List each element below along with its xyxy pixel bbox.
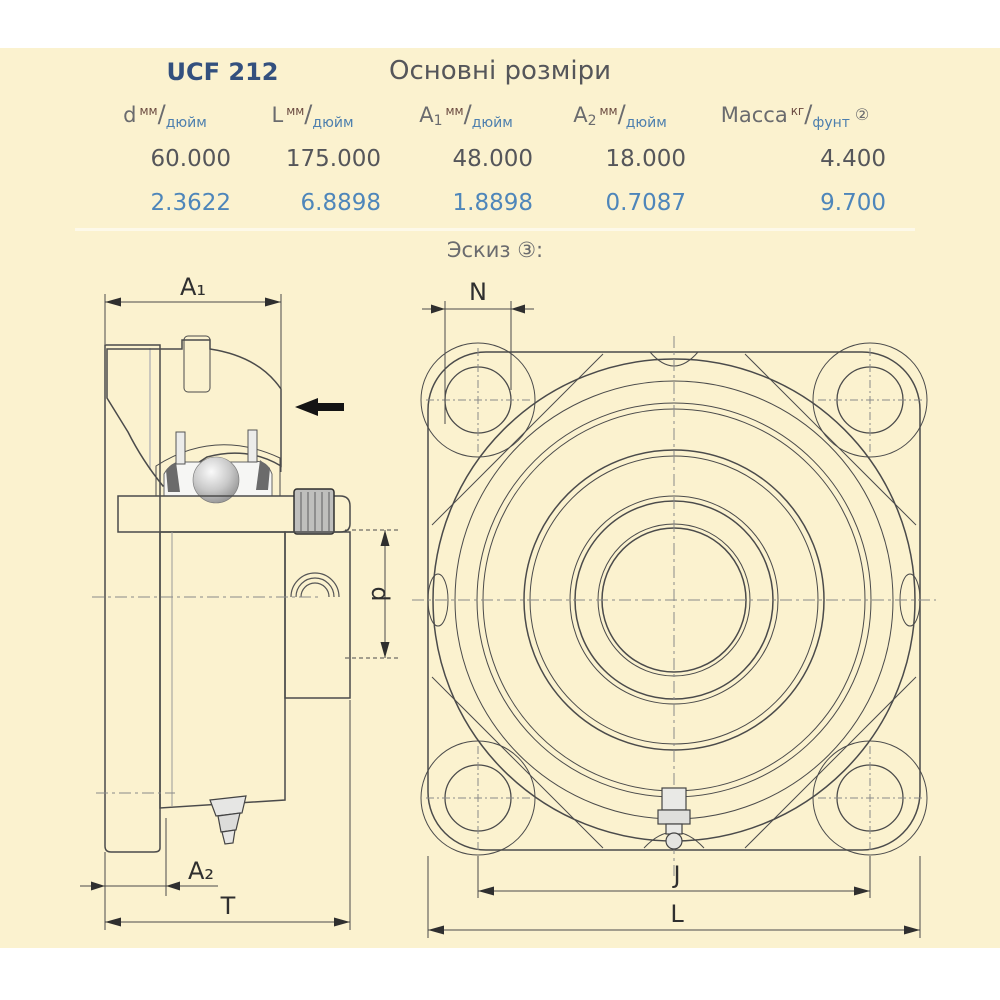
column-header-a1: A1мм/дюйм xyxy=(419,100,513,131)
dim-label-l: L xyxy=(670,900,684,928)
column-header-a2: A2мм/дюйм xyxy=(573,100,667,131)
dim-label-a1: A₁ xyxy=(180,273,206,301)
bearing-insert xyxy=(155,429,281,504)
set-screw xyxy=(293,488,335,535)
dim-label-n: N xyxy=(469,278,487,306)
value-d-inch: 2.3622 xyxy=(150,190,231,216)
housing-side-view xyxy=(92,335,351,853)
dimension-n: N xyxy=(422,278,534,424)
table-row-mm: 60.000 175.000 48.000 18.000 4.400 xyxy=(0,146,1000,184)
dimension-t: T xyxy=(104,700,351,930)
dimension-d: d xyxy=(345,529,398,659)
dimension-l: L xyxy=(427,856,921,938)
bearing-ball xyxy=(192,456,240,504)
table-title: Основні розміри xyxy=(389,56,611,86)
dim-label-d: d xyxy=(366,586,394,601)
model-designation: UCF 212 xyxy=(166,58,279,86)
footnote-2-icon: ② xyxy=(854,105,870,124)
dimension-j: J xyxy=(477,856,871,898)
spec-sheet-background xyxy=(0,48,1000,948)
value-l-mm: 175.000 xyxy=(285,146,381,172)
value-a2-inch: 0.7087 xyxy=(605,190,686,216)
value-l-inch: 6.8898 xyxy=(300,190,381,216)
dim-label-a2: A₂ xyxy=(188,857,214,885)
direction-arrow-icon xyxy=(295,398,344,416)
value-mass-lb: 9.700 xyxy=(820,190,886,216)
dim-label-t: T xyxy=(220,892,236,920)
table-divider xyxy=(75,228,915,231)
value-a1-mm: 48.000 xyxy=(452,146,533,172)
technical-drawing: A₁ d A₂ T xyxy=(80,273,936,938)
grease-nipple-front xyxy=(657,787,691,850)
dim-label-j: J xyxy=(671,861,680,889)
flange-front-view xyxy=(412,336,936,876)
value-a2-mm: 18.000 xyxy=(605,146,686,172)
value-a1-inch: 1.8898 xyxy=(452,190,533,216)
value-d-mm: 60.000 xyxy=(150,146,231,172)
dimension-a2: A₂ xyxy=(80,818,218,896)
dimension-a1: A₁ xyxy=(104,273,282,472)
grease-nipple-side xyxy=(209,795,247,845)
sketch-caption: Эскиз ③: xyxy=(446,238,544,262)
table-row-inch: 2.3622 6.8898 1.8898 0.7087 9.700 xyxy=(0,190,1000,228)
value-mass-kg: 4.400 xyxy=(820,146,886,172)
